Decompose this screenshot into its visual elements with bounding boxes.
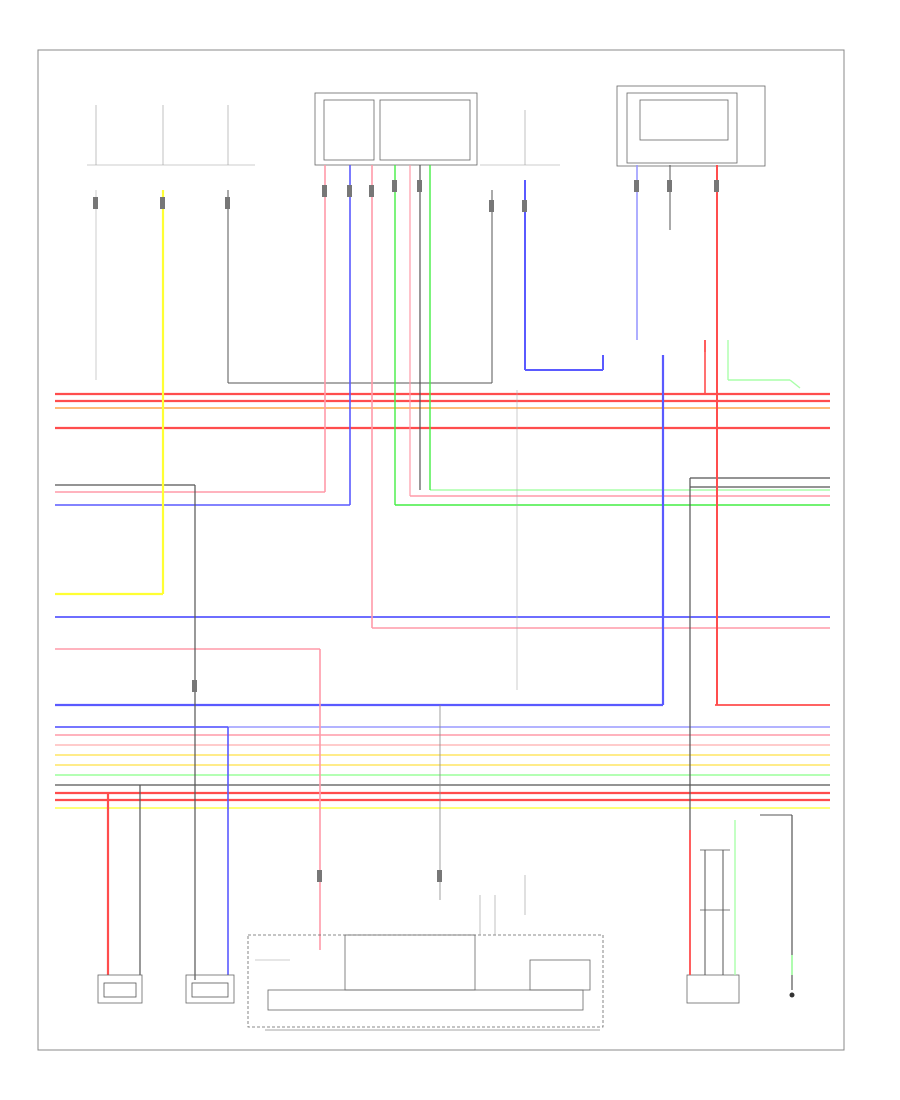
top-fuse-group xyxy=(87,85,766,167)
pin-marks xyxy=(93,180,719,882)
diagram-frame xyxy=(37,49,845,1051)
center-sensor-component xyxy=(185,974,235,1004)
left-sensor-component xyxy=(97,974,143,1004)
harness-bus xyxy=(55,392,830,809)
ground-symbol xyxy=(760,814,795,998)
vertical-wires xyxy=(55,165,801,980)
control-module-block xyxy=(247,875,604,1028)
right-switch-component xyxy=(686,820,740,1004)
